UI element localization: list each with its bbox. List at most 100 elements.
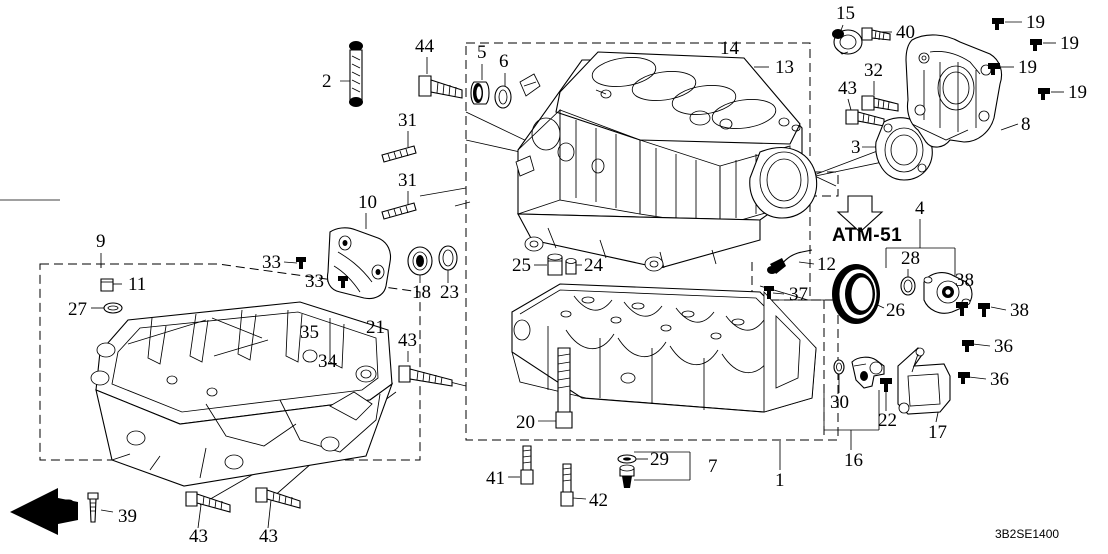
callout-10: 10 <box>358 192 377 213</box>
part-41-bolt <box>520 445 534 485</box>
part-23-o-ring <box>438 245 458 271</box>
fr-direction-arrow <box>10 488 78 535</box>
part-17-engine-mount-bracket <box>897 347 951 415</box>
part-32-bolt <box>861 95 899 112</box>
callout-22: 22 <box>878 410 897 431</box>
callout-41: 41 <box>486 468 505 489</box>
callout-14: 14 <box>720 38 739 59</box>
callout-19-c: 19 <box>1018 57 1037 78</box>
callout-31-upper: 31 <box>398 110 417 131</box>
callout-6: 6 <box>499 51 509 72</box>
part-42-bolt <box>560 463 574 507</box>
part-36-bolt-a <box>962 340 974 352</box>
atm-51-arrow <box>836 195 884 233</box>
part-19-bolt-a <box>992 18 1004 30</box>
part-16-crank-position-sensor <box>851 356 885 389</box>
part-33-bolt-b <box>338 276 348 288</box>
callout-36-b: 36 <box>990 369 1009 390</box>
callout-12: 12 <box>817 254 836 275</box>
part-10-oil-jet-bracket <box>326 227 392 300</box>
callout-43-b: 43 <box>189 526 208 547</box>
callout-44: 44 <box>415 36 434 57</box>
callout-21: 21 <box>366 317 385 338</box>
callout-23: 23 <box>440 282 459 303</box>
part-22-bolt <box>880 378 892 392</box>
callout-16: 16 <box>844 450 863 471</box>
front-direction-label: FR. <box>46 496 80 519</box>
part-31-dowel-pin-upper <box>381 145 417 163</box>
callout-34: 34 <box>318 351 337 372</box>
atm-reference-label: ATM-51 <box>832 225 903 246</box>
part-38-bolt-a <box>956 302 968 316</box>
callout-13: 13 <box>775 57 794 78</box>
part-7-drain-bolt <box>619 464 635 488</box>
bracket-4 <box>885 236 956 286</box>
part-38-bolt-b <box>978 303 990 317</box>
callout-35: 35 <box>300 322 319 343</box>
part-1-cylinder-block <box>515 51 818 272</box>
part-33-bolt-a <box>296 257 306 269</box>
callout-17: 17 <box>928 422 947 443</box>
bracket-7 <box>634 451 691 481</box>
part-18-oil-seal <box>407 246 433 276</box>
part-36-bolt-b <box>958 372 970 384</box>
callout-7: 7 <box>708 456 718 477</box>
part-40-bolt <box>861 27 891 41</box>
callout-19-a: 19 <box>1026 12 1045 33</box>
part-2-through-bolt <box>349 41 363 107</box>
callout-19-b: 19 <box>1060 33 1079 54</box>
callout-33-a: 33 <box>262 252 281 273</box>
callout-43-c: 43 <box>259 526 278 547</box>
callout-43-d: 43 <box>838 78 857 99</box>
callout-40: 40 <box>896 22 915 43</box>
part-27-o-ring <box>103 302 123 314</box>
part-8-chain-case-cover <box>905 34 1003 148</box>
part-26-rear-crank-seal <box>832 264 880 324</box>
callout-25: 25 <box>512 255 531 276</box>
callout-33-b: 33 <box>305 271 324 292</box>
callout-1: 1 <box>775 470 785 491</box>
callout-26: 26 <box>886 300 905 321</box>
part-29-sealing-washer <box>617 454 637 464</box>
callout-28: 28 <box>901 248 920 269</box>
part-30-o-ring <box>833 359 845 375</box>
callout-11: 11 <box>128 274 147 295</box>
callout-5: 5 <box>477 42 487 63</box>
part-24-sleeve <box>565 258 577 275</box>
part-28-o-ring <box>900 276 916 296</box>
callout-19-d: 19 <box>1068 82 1087 103</box>
callout-15: 15 <box>836 3 855 24</box>
part-11-plug <box>100 278 114 292</box>
callout-38-b: 38 <box>1010 300 1029 321</box>
part-39-bolt <box>87 492 99 523</box>
part-44-flange-bolt <box>418 75 463 99</box>
callout-30: 30 <box>830 392 849 413</box>
callout-9: 9 <box>96 231 106 252</box>
part-9-oil-pan <box>90 301 394 487</box>
callout-24: 24 <box>584 255 603 276</box>
part-15-auto-tensioner <box>832 29 863 55</box>
part-43-bolt-upper <box>398 365 453 387</box>
part-12-oil-pipe <box>767 249 813 274</box>
part-20-main-bearing-bolt <box>555 347 573 429</box>
callout-8: 8 <box>1021 114 1031 135</box>
callout-37: 37 <box>789 284 808 305</box>
part-43-bolt-d <box>845 109 885 127</box>
part-19-bolt-b <box>1030 39 1042 51</box>
callout-3: 3 <box>851 137 861 158</box>
bracket-16 <box>823 390 880 441</box>
part-31-dowel-pin-lower <box>381 202 417 220</box>
part-37-bolt <box>764 286 774 299</box>
callout-4: 4 <box>915 198 925 219</box>
callout-42: 42 <box>589 490 608 511</box>
diagram-code: 3B2SE1400 <box>995 527 1060 541</box>
callout-39: 39 <box>118 506 137 527</box>
part-6-o-ring <box>494 85 512 109</box>
part-43-bolt-b <box>185 491 231 513</box>
callout-18: 18 <box>412 282 431 303</box>
callout-29: 29 <box>650 449 669 470</box>
callout-32: 32 <box>864 60 883 81</box>
callout-43-a: 43 <box>398 330 417 351</box>
